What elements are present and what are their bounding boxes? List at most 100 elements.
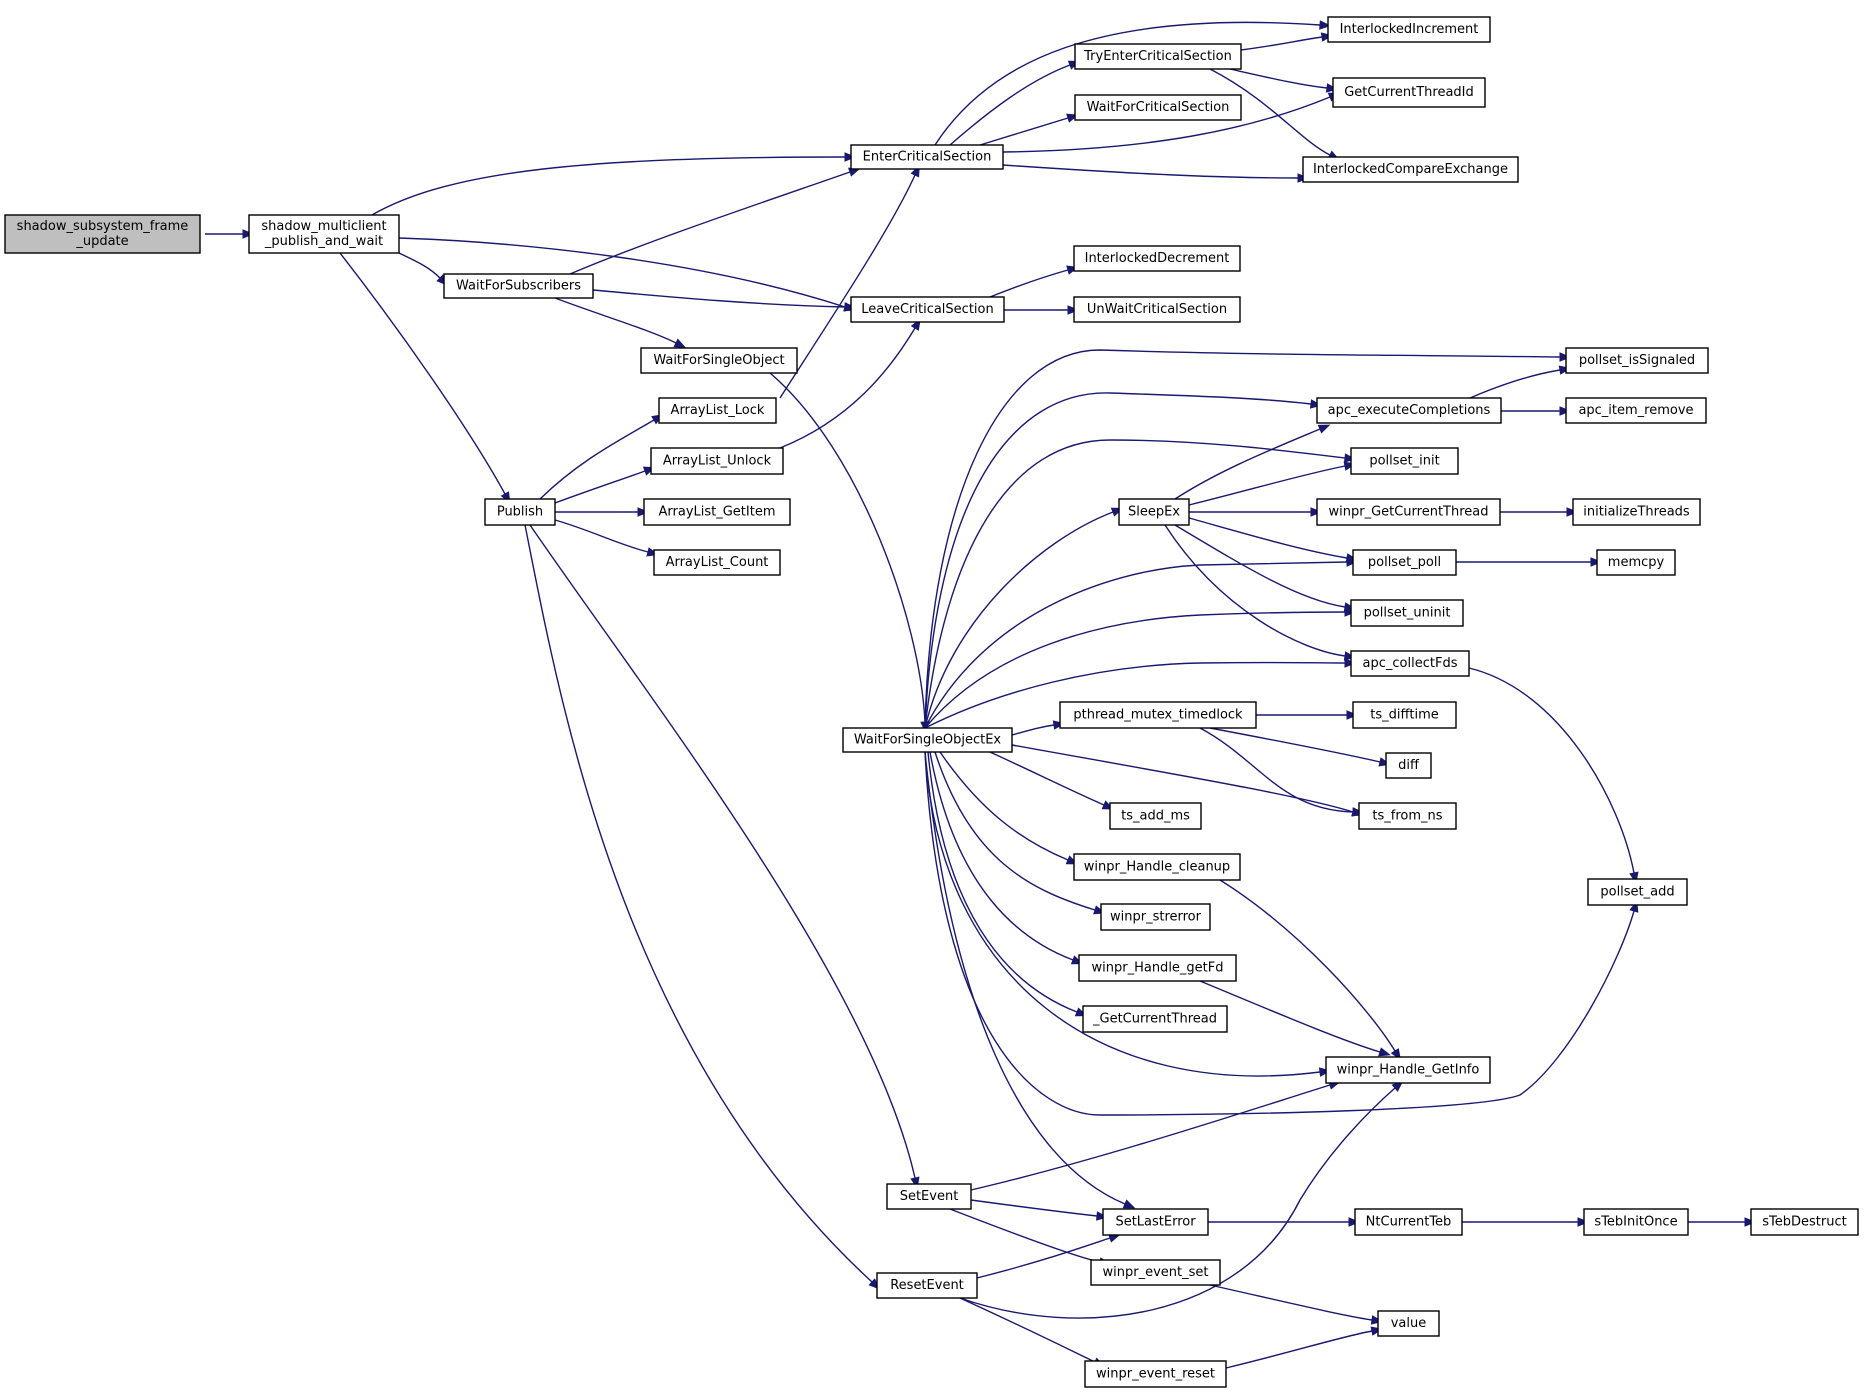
node-box <box>1078 954 1237 982</box>
edge-arrowhead <box>637 507 650 517</box>
node-label: ArrayList_Lock <box>671 403 765 418</box>
edge-line <box>934 751 1096 911</box>
node-event-set[interactable]: winpr_event_set <box>1090 1259 1221 1286</box>
node-wait-subs[interactable]: WaitForSubscribers <box>443 273 594 299</box>
edge-wfsoex-to-apc_collectfds <box>924 658 1357 729</box>
node-wfso[interactable]: WaitForSingleObject <box>640 347 798 374</box>
node-unwait-cs[interactable]: UnWaitCriticalSection <box>1073 296 1241 323</box>
node-winpr-getcurthread[interactable]: winpr_GetCurrentThread <box>1316 498 1501 526</box>
node-interlocked-inc[interactable]: InterlockedIncrement <box>1327 16 1491 43</box>
node-ts-from-ns[interactable]: ts_from_ns <box>1358 802 1457 830</box>
node-handle-getinfo[interactable]: winpr_Handle_GetInfo <box>1325 1056 1491 1084</box>
node-label: winpr_event_reset <box>1096 1367 1215 1382</box>
node-label: pollset_poll <box>1368 555 1441 570</box>
edge-event_set-to-value <box>1209 1284 1384 1325</box>
node-box <box>650 447 784 475</box>
edge-line <box>949 64 1071 146</box>
edge-line <box>1011 744 1354 813</box>
node-label: winpr_Handle_cleanup <box>1084 860 1230 875</box>
edge-sleepex-to-apc_exec <box>1174 424 1331 500</box>
node-pollset-issignaled[interactable]: pollset_isSignaled <box>1565 347 1709 374</box>
node-diff[interactable]: diff <box>1385 752 1432 779</box>
node-publish-wait[interactable]: shadow_multiclient_publish_and_wait <box>248 214 400 254</box>
node-box <box>1074 94 1242 121</box>
node-label: winpr_GetCurrentThread <box>1328 505 1488 520</box>
node-pthread-timedlock[interactable]: pthread_mutex_timedlock <box>1059 701 1257 729</box>
edge-line <box>371 156 846 216</box>
node-steb-initonce[interactable]: sTebInitOnce <box>1583 1208 1689 1236</box>
edge-arrowhead <box>242 229 255 239</box>
edge-publish-to-resetevent <box>524 524 881 1290</box>
node-enter-cs[interactable]: EnterCriticalSection <box>850 144 1004 170</box>
node-label: ResetEvent <box>890 1278 964 1293</box>
node-label: ArrayList_GetItem <box>659 505 776 520</box>
node-frame-update[interactable]: shadow_subsystem_frame_update <box>4 214 201 254</box>
edge-line <box>1188 465 1346 506</box>
node-ntcurrentteb[interactable]: NtCurrentTeb <box>1354 1208 1463 1236</box>
node-wait-for-cs[interactable]: WaitForCriticalSection <box>1074 94 1242 121</box>
edge-arrowhead <box>1346 710 1359 720</box>
node-label: SleepEx <box>1128 505 1180 520</box>
node-box <box>1385 752 1432 779</box>
node-handle-getfd[interactable]: winpr_Handle_getFd <box>1078 954 1237 982</box>
edge-arrowhead <box>1344 658 1357 668</box>
edge-publish_wait-to-enter_cs <box>371 152 857 216</box>
edge-try_enter_cs-to-get_thread_id <box>1229 68 1339 93</box>
node-interlocked-dec[interactable]: InterlockedDecrement <box>1073 245 1241 272</box>
node-al-getitem[interactable]: ArrayList_GetItem <box>643 498 791 526</box>
node-get-thread-id[interactable]: GetCurrentThreadId <box>1332 77 1486 108</box>
node-label: WaitForSingleObject <box>653 353 784 368</box>
node-label: ArrayList_Unlock <box>663 454 772 469</box>
edge-arrowhead <box>844 152 857 162</box>
edge-sleepex-to-winpr_getcurthread <box>1189 507 1323 517</box>
node-label: winpr_Handle_getFd <box>1092 961 1224 976</box>
node-steb-destruct[interactable]: sTebDestruct <box>1750 1208 1859 1236</box>
node-label: _update <box>75 234 128 249</box>
node-apc-collectfds[interactable]: apc_collectFds <box>1350 650 1470 677</box>
node-box <box>1316 397 1502 424</box>
node-setlasterror[interactable]: SetLastError <box>1102 1208 1209 1236</box>
node-box <box>1354 1208 1463 1236</box>
node-event-reset[interactable]: winpr_event_reset <box>1084 1360 1227 1388</box>
node-apc-exec[interactable]: apc_executeCompletions <box>1316 397 1502 424</box>
edge-sleepex-to-pollset_uninit <box>1174 524 1357 612</box>
edge-wfsoex-to-apc_exec <box>924 392 1323 729</box>
node-leave-cs[interactable]: LeaveCriticalSection <box>850 296 1005 323</box>
node-pollset-uninit[interactable]: pollset_uninit <box>1350 599 1464 627</box>
node-interlocked-cmpxchg[interactable]: InterlockedCompareExchange <box>1302 156 1519 183</box>
node-init-threads[interactable]: initializeThreads <box>1572 498 1701 526</box>
node-al-lock[interactable]: ArrayList_Lock <box>658 397 777 424</box>
node-publish[interactable]: Publish <box>484 498 556 526</box>
node-sleepex[interactable]: SleepEx <box>1118 498 1190 526</box>
edge-line <box>1011 724 1055 736</box>
node-memcpy[interactable]: memcpy <box>1596 549 1676 576</box>
node-value[interactable]: value <box>1377 1310 1440 1337</box>
node-label: TryEnterCriticalSection <box>1083 49 1232 64</box>
edge-sleepex-to-apc_collectfds <box>1164 524 1357 661</box>
node-pollset-poll[interactable]: pollset_poll <box>1352 549 1457 576</box>
node-al-count[interactable]: ArrayList_Count <box>653 549 781 576</box>
node-pollset-add[interactable]: pollset_add <box>1587 878 1688 906</box>
node-apc-item-remove[interactable]: apc_item_remove <box>1565 397 1707 424</box>
node-ts-add-ms[interactable]: ts_add_ms <box>1109 802 1202 830</box>
node-wfsoex[interactable]: WaitForSingleObjectEx <box>842 727 1013 753</box>
node-label: LeaveCriticalSection <box>861 302 993 317</box>
node-get-cur-thread[interactable]: _GetCurrentThread <box>1082 1005 1228 1033</box>
node-pollset-init[interactable]: pollset_init <box>1350 447 1459 475</box>
node-al-unlock[interactable]: ArrayList_Unlock <box>650 447 784 475</box>
node-handle-cleanup[interactable]: winpr_Handle_cleanup <box>1073 853 1241 881</box>
node-box <box>842 727 1013 753</box>
node-try-enter-cs[interactable]: TryEnterCriticalSection <box>1074 43 1242 70</box>
node-ts-difftime[interactable]: ts_difftime <box>1352 701 1457 729</box>
node-resetevent[interactable]: ResetEvent <box>876 1272 978 1299</box>
node-box <box>1327 16 1491 43</box>
node-label: _publish_and_wait <box>264 234 383 249</box>
edge-arrowhead <box>1096 1211 1109 1221</box>
node-box <box>1565 347 1709 374</box>
node-setevent[interactable]: SetEvent <box>886 1183 972 1210</box>
node-label: sTebInitOnce <box>1594 1215 1677 1230</box>
edge-line <box>1164 524 1346 657</box>
node-winpr-strerror[interactable]: winpr_strerror <box>1100 903 1211 931</box>
edge-line <box>779 174 916 399</box>
